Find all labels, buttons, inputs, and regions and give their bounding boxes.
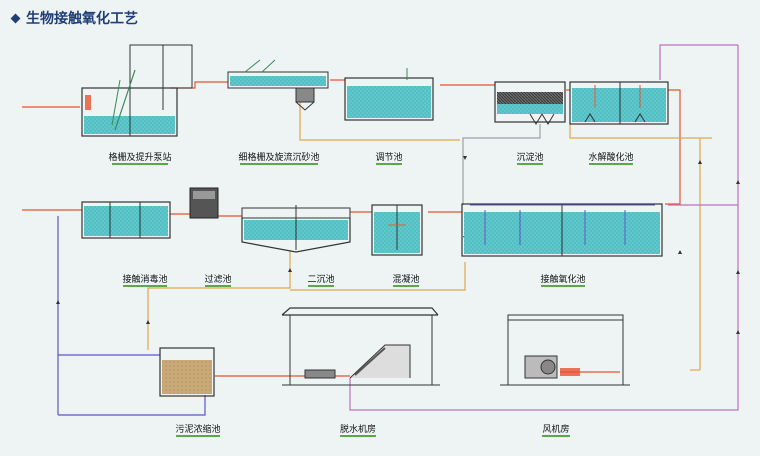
svg-text:沉淀池: 沉淀池 bbox=[516, 151, 543, 163]
unit-labels: 格栅及提升泵站 细格栅及旋流沉砂池 调节池 沉淀池 水解酸化池 接触消毒池 bbox=[108, 151, 634, 437]
label-dewatering-room: 脱水机房 bbox=[340, 423, 376, 437]
arrow-marker bbox=[736, 180, 740, 184]
arrow-marker bbox=[146, 320, 150, 324]
unit-sedimentation-tank bbox=[494, 81, 566, 125]
pipe-air-top bbox=[569, 124, 700, 139]
label-secondary-clarifier: 二沉池 bbox=[307, 273, 335, 287]
arrow-marker bbox=[698, 160, 702, 164]
label-fine-screen-grit: 细格栅及旋流沉砂池 bbox=[238, 151, 320, 165]
pipe-air-clarifier bbox=[147, 250, 291, 350]
arrow-marker bbox=[736, 270, 740, 274]
svg-text:接触氧化池: 接触氧化池 bbox=[540, 273, 585, 285]
svg-text:脱水机房: 脱水机房 bbox=[340, 423, 376, 435]
arrow-marker bbox=[56, 300, 60, 304]
unit-filtration bbox=[189, 187, 219, 219]
label-hydrolysis: 水解酸化池 bbox=[588, 151, 634, 165]
label-contact-disinfection: 接触消毒池 bbox=[122, 273, 168, 287]
pipe-sludge-top bbox=[659, 44, 738, 80]
unit-sludge-thickener bbox=[159, 347, 215, 397]
diagram-title: 生物接触氧化工艺 bbox=[10, 8, 138, 28]
label-screen-pump: 格栅及提升泵站 bbox=[108, 151, 172, 165]
unit-coagulation-tank bbox=[371, 204, 423, 256]
flow-arrows bbox=[56, 156, 740, 334]
arrow-marker bbox=[736, 330, 740, 334]
unit-screen-pump-station bbox=[81, 44, 193, 137]
arrow-marker bbox=[678, 250, 682, 254]
pipe-hydrolysis-to-oxidation bbox=[665, 89, 681, 205]
diagram-title-text: 生物接触氧化工艺 bbox=[26, 11, 138, 27]
label-equalization: 调节池 bbox=[375, 151, 403, 165]
label-contact-oxidation: 接触氧化池 bbox=[540, 273, 586, 287]
pipe-air-oxidation bbox=[290, 262, 466, 291]
unit-secondary-clarifier bbox=[241, 205, 351, 253]
label-blower-room: 风机房 bbox=[542, 423, 570, 437]
pipe-gray-down bbox=[462, 124, 541, 205]
svg-text:细格栅及旋流沉砂池: 细格栅及旋流沉砂池 bbox=[238, 151, 319, 163]
unit-equalization-tank bbox=[344, 68, 434, 121]
label-sludge-thickener: 污泥浓缩池 bbox=[175, 423, 221, 437]
svg-text:混凝池: 混凝池 bbox=[392, 273, 419, 285]
unit-dewatering-room bbox=[281, 307, 440, 386]
unit-contact-disinfection bbox=[81, 201, 171, 239]
pipe-return-blue-2 bbox=[58, 395, 206, 416]
pipe-network bbox=[22, 44, 739, 416]
label-coagulation: 混凝池 bbox=[392, 273, 420, 287]
unit-fine-screen-grit bbox=[227, 59, 329, 111]
pipe-air-grit bbox=[299, 98, 460, 141]
label-filtration: 过滤池 bbox=[204, 273, 232, 287]
pipe-pump-to-grit bbox=[170, 81, 228, 89]
svg-text:水解酸化池: 水解酸化池 bbox=[588, 151, 633, 163]
unit-blower-room bbox=[500, 314, 630, 386]
arrow-marker bbox=[288, 268, 292, 272]
svg-text:格栅及提升泵站: 格栅及提升泵站 bbox=[108, 151, 171, 163]
pipe-sludge-right bbox=[349, 45, 739, 411]
svg-text:污泥浓缩池: 污泥浓缩池 bbox=[175, 423, 220, 435]
arrow-marker bbox=[463, 156, 467, 160]
svg-text:过滤池: 过滤池 bbox=[204, 273, 231, 285]
svg-text:接触消毒池: 接触消毒池 bbox=[122, 273, 167, 285]
unit-contact-oxidation bbox=[461, 203, 663, 257]
label-sedimentation: 沉淀池 bbox=[516, 151, 544, 165]
unit-hydrolysis-tank bbox=[569, 81, 669, 125]
svg-text:调节池: 调节池 bbox=[375, 151, 402, 163]
svg-text:二沉池: 二沉池 bbox=[307, 273, 334, 285]
svg-text:风机房: 风机房 bbox=[542, 423, 569, 435]
pipe-air-row1 bbox=[699, 137, 712, 205]
